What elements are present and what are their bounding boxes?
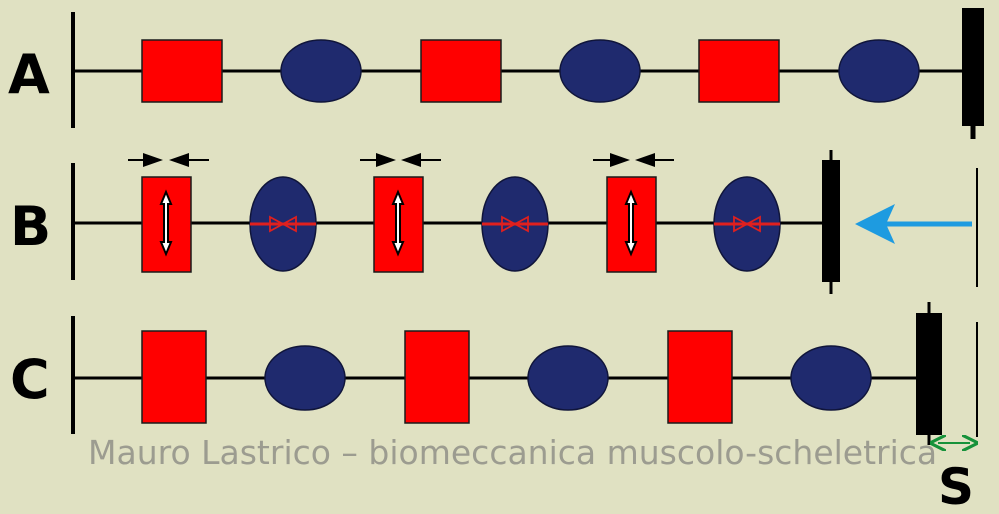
watermark-text: Mauro Lastrico – biomeccanica muscolo-sc… — [88, 433, 937, 472]
row-label-a: A — [8, 43, 50, 106]
contractile-element — [141, 330, 207, 424]
elastic-stretch-arrows — [250, 215, 316, 233]
elastic-stretch-arrows — [482, 215, 548, 233]
elastic-stretch-arrows — [714, 215, 780, 233]
row-b — [71, 150, 978, 294]
row-c — [71, 302, 978, 445]
compression-arrows — [360, 153, 441, 167]
contractile-element — [667, 330, 733, 424]
elastic-element — [790, 345, 872, 411]
expansion-arrow — [391, 189, 405, 257]
contractile-element — [698, 39, 780, 103]
displacement-label: S — [938, 458, 974, 514]
elastic-element — [838, 39, 920, 103]
elastic-element — [264, 345, 346, 411]
elastic-element — [280, 39, 362, 103]
row-label-c: C — [10, 348, 50, 411]
contractile-element — [404, 330, 470, 424]
contractile-element — [420, 39, 502, 103]
compression-arrows — [593, 153, 674, 167]
expansion-arrow — [159, 189, 173, 257]
elastic-element — [527, 345, 609, 411]
compression-arrows — [128, 153, 209, 167]
contractile-element — [141, 39, 223, 103]
row-label-b: B — [10, 195, 51, 258]
expansion-arrow — [624, 189, 638, 257]
elastic-element — [559, 39, 641, 103]
load-bar-a — [962, 8, 984, 126]
force-arrow — [855, 204, 972, 244]
row-a — [71, 8, 984, 139]
